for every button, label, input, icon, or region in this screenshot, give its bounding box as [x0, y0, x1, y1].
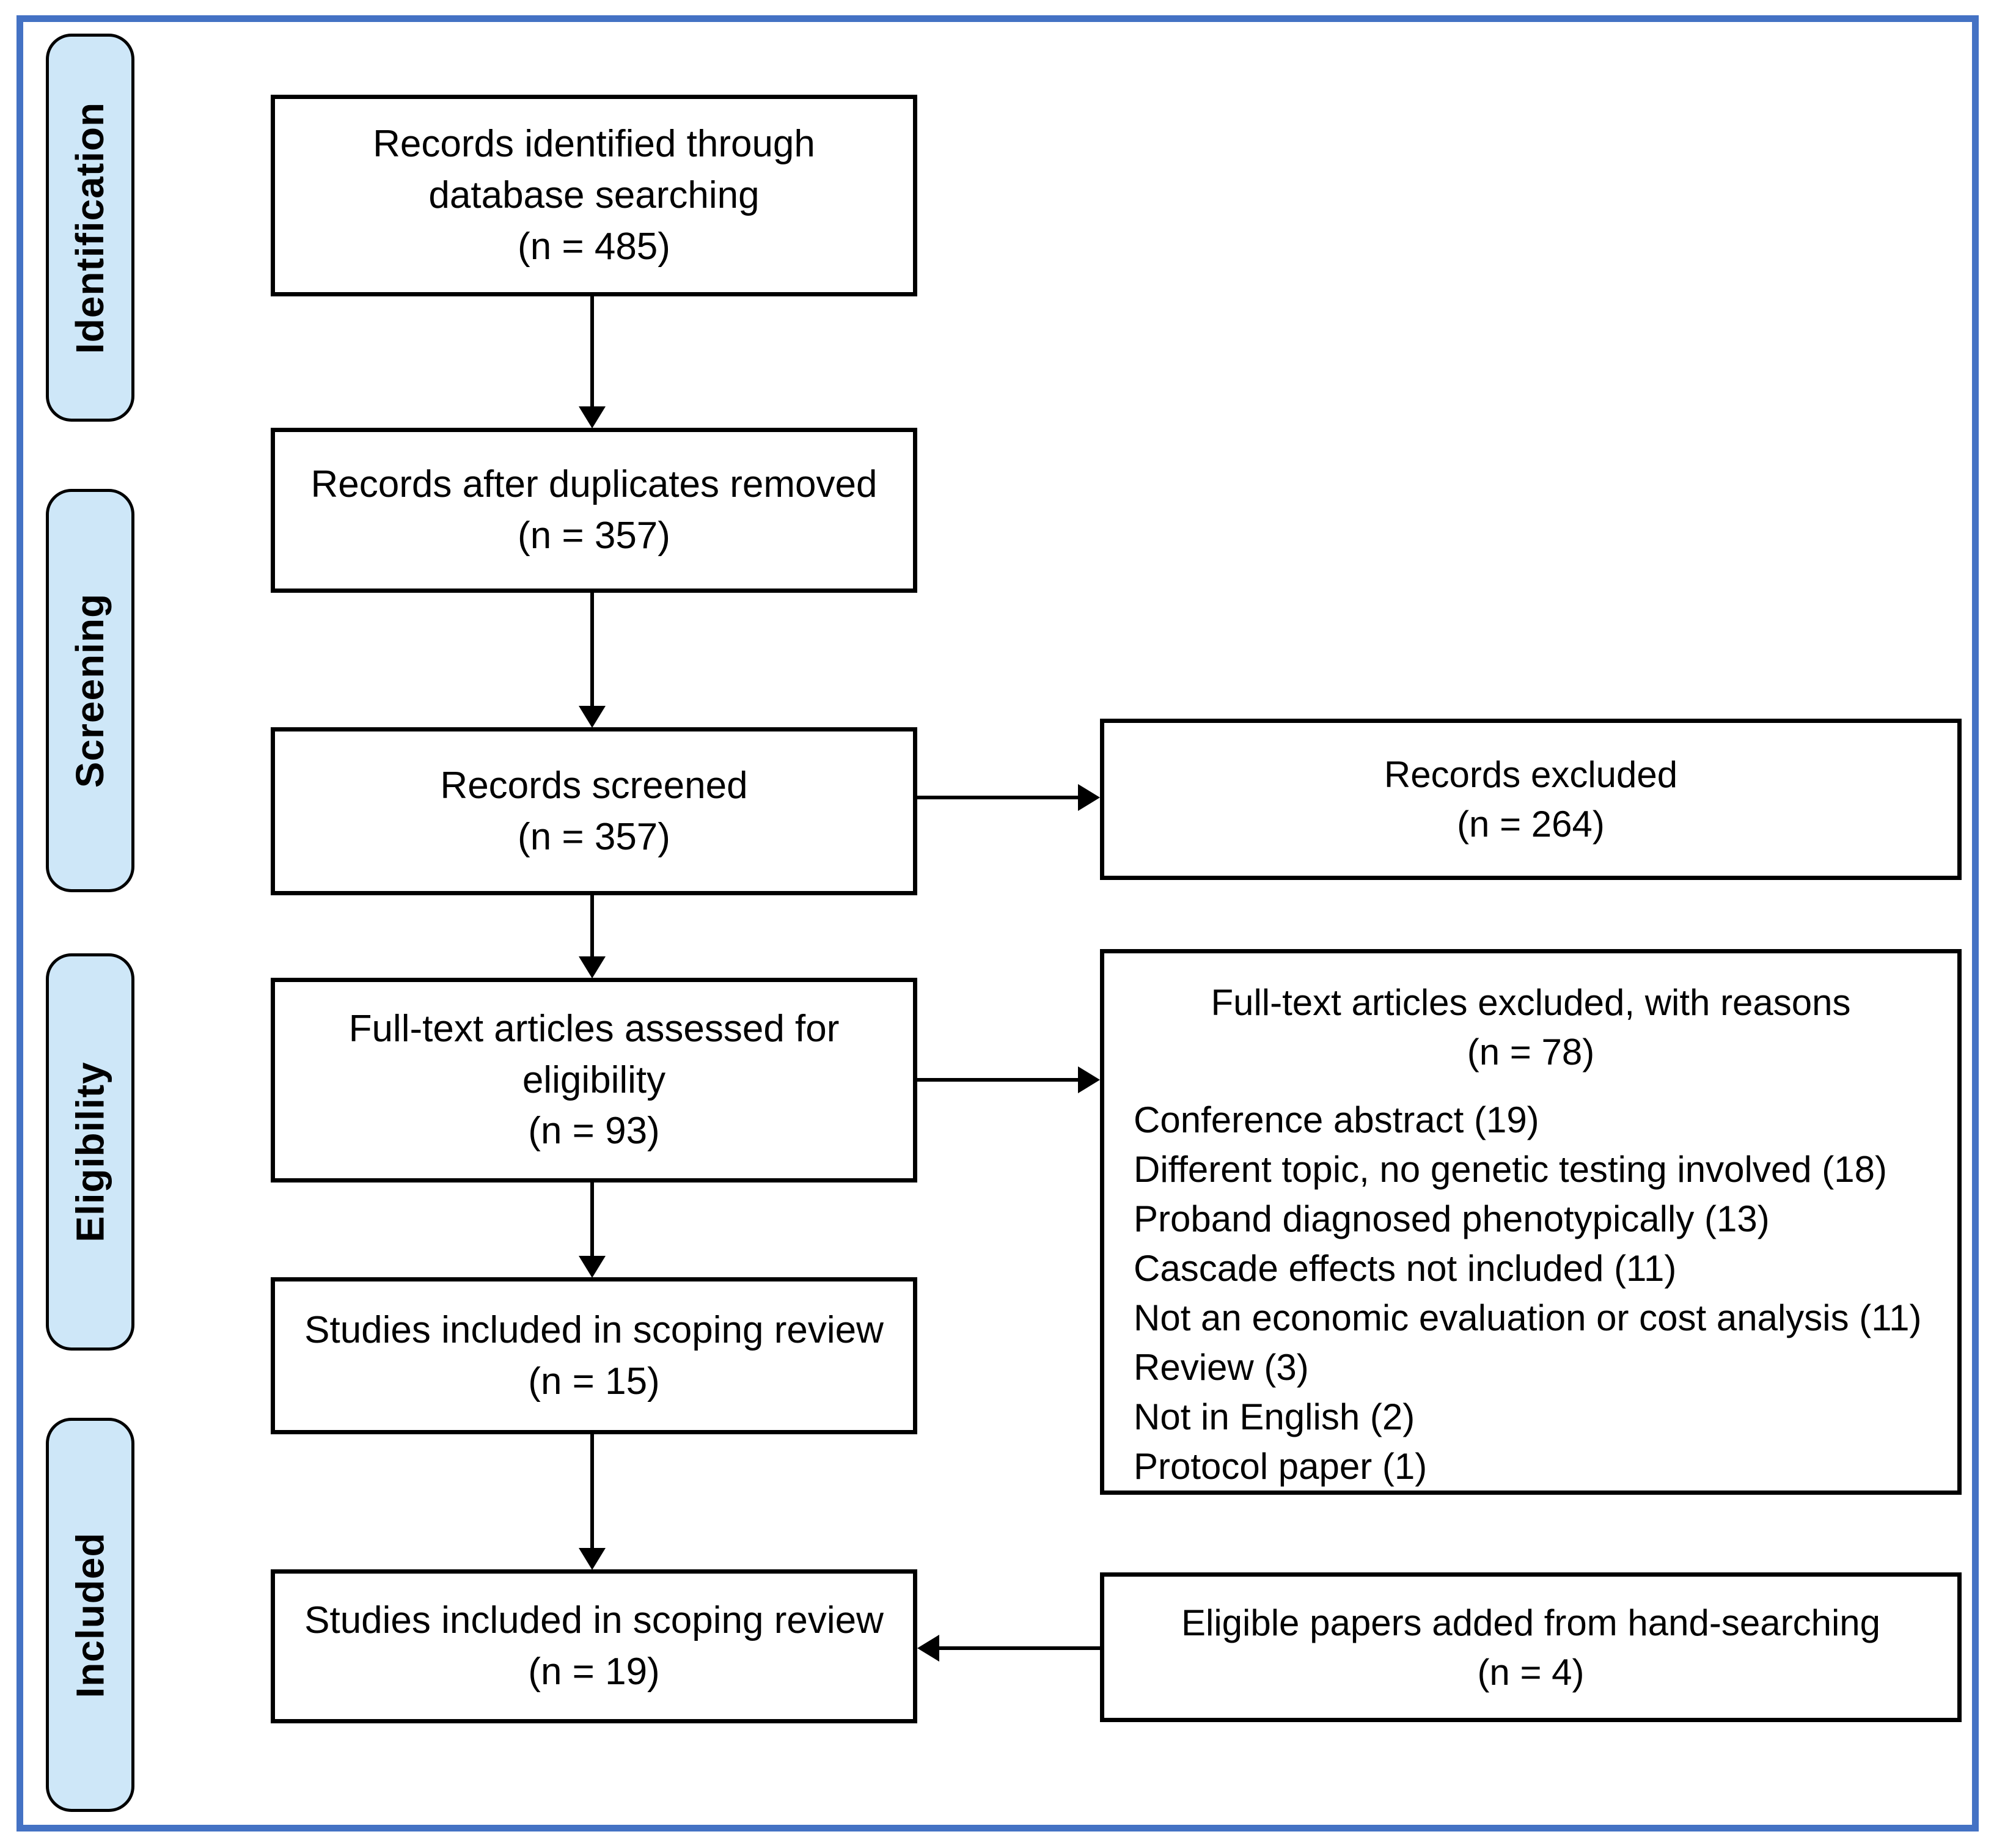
arrow-fulltext-to-excluded: [917, 1078, 1078, 1082]
stage-identification-label: Identification: [68, 101, 112, 354]
box-fulltext-assessed: Full-text articles assessed for eligibil…: [271, 978, 917, 1182]
box-handsearch: Eligible papers added from hand-searchin…: [1100, 1572, 1962, 1722]
box-records-screened-label: Records screened: [440, 764, 748, 807]
arrow-screened-to-fulltext: [590, 895, 594, 956]
box-duplicates-removed: Records after duplicates removed (n = 35…: [271, 428, 917, 593]
exclusion-reason: Proband diagnosed phenotypically (13): [1134, 1198, 1770, 1239]
arrow-handsearch-to-final: [939, 1646, 1100, 1650]
arrow-screened-to-excluded: [917, 796, 1078, 799]
outer-frame-border: [16, 15, 1979, 1832]
box-fulltext-excluded: Full-text articles excluded, with reason…: [1100, 949, 1962, 1495]
box-scoping-review-final-count: (n = 19): [528, 1651, 660, 1693]
box-records-screened-count: (n = 357): [518, 815, 670, 858]
exclusion-reason: Protocol paper (1): [1134, 1446, 1428, 1487]
box-scoping-review-final-label: Studies included in scoping review: [304, 1599, 884, 1642]
box-records-identified: Records identified through database sear…: [271, 95, 917, 296]
box-duplicates-removed-count: (n = 357): [518, 515, 670, 557]
box-scoping-review-label: Studies included in scoping review: [304, 1308, 884, 1351]
stage-screening-label: Screening: [68, 593, 112, 788]
box-scoping-review-final: Studies included in scoping review (n = …: [271, 1569, 917, 1723]
exclusion-reasons-list: Conference abstract (19) Different topic…: [1129, 1095, 1933, 1491]
box-duplicates-removed-label: Records after duplicates removed: [310, 463, 878, 506]
exclusion-reason: Not in English (2): [1134, 1396, 1415, 1437]
box-fulltext-excluded-count: (n = 78): [1467, 1032, 1595, 1072]
box-records-excluded-count: (n = 264): [1457, 804, 1605, 845]
stage-included-label: Included: [68, 1531, 112, 1698]
exclusion-reason: Review (3): [1134, 1347, 1309, 1388]
box-handsearch-count: (n = 4): [1477, 1651, 1585, 1693]
exclusion-reason: Different topic, no genetic testing invo…: [1134, 1149, 1887, 1190]
box-records-excluded-label: Records excluded: [1384, 754, 1678, 795]
box-records-identified-label: Records identified through database sear…: [373, 123, 815, 217]
box-records-screened: Records screened (n = 357): [271, 727, 917, 895]
exclusion-reason: Not an economic evaluation or cost analy…: [1134, 1297, 1922, 1338]
box-scoping-review: Studies included in scoping review (n = …: [271, 1277, 917, 1434]
box-fulltext-assessed-count: (n = 93): [528, 1110, 660, 1153]
box-fulltext-assessed-label: Full-text articles assessed for eligibil…: [348, 1007, 840, 1101]
arrow-identified-to-deduplicated: [590, 296, 594, 406]
stage-identification: Identification: [46, 34, 134, 422]
box-records-excluded: Records excluded (n = 264): [1100, 719, 1962, 880]
arrow-deduplicated-to-screened: [590, 593, 594, 706]
exclusion-reason: Conference abstract (19): [1134, 1099, 1539, 1140]
exclusion-reason: Cascade effects not included (11): [1134, 1248, 1677, 1289]
box-records-identified-count: (n = 485): [518, 225, 670, 268]
stage-eligibility-label: Eligibility: [68, 1062, 112, 1242]
stage-screening: Screening: [46, 489, 134, 892]
stage-included: Included: [46, 1418, 134, 1812]
arrow-fulltext-to-scoping: [590, 1182, 594, 1256]
box-scoping-review-count: (n = 15): [528, 1360, 660, 1402]
stage-eligibility: Eligibility: [46, 953, 134, 1351]
box-fulltext-excluded-label: Full-text articles excluded, with reason…: [1211, 982, 1851, 1023]
arrow-scoping-to-final: [590, 1434, 594, 1548]
box-handsearch-label: Eligible papers added from hand-searchin…: [1181, 1602, 1881, 1643]
